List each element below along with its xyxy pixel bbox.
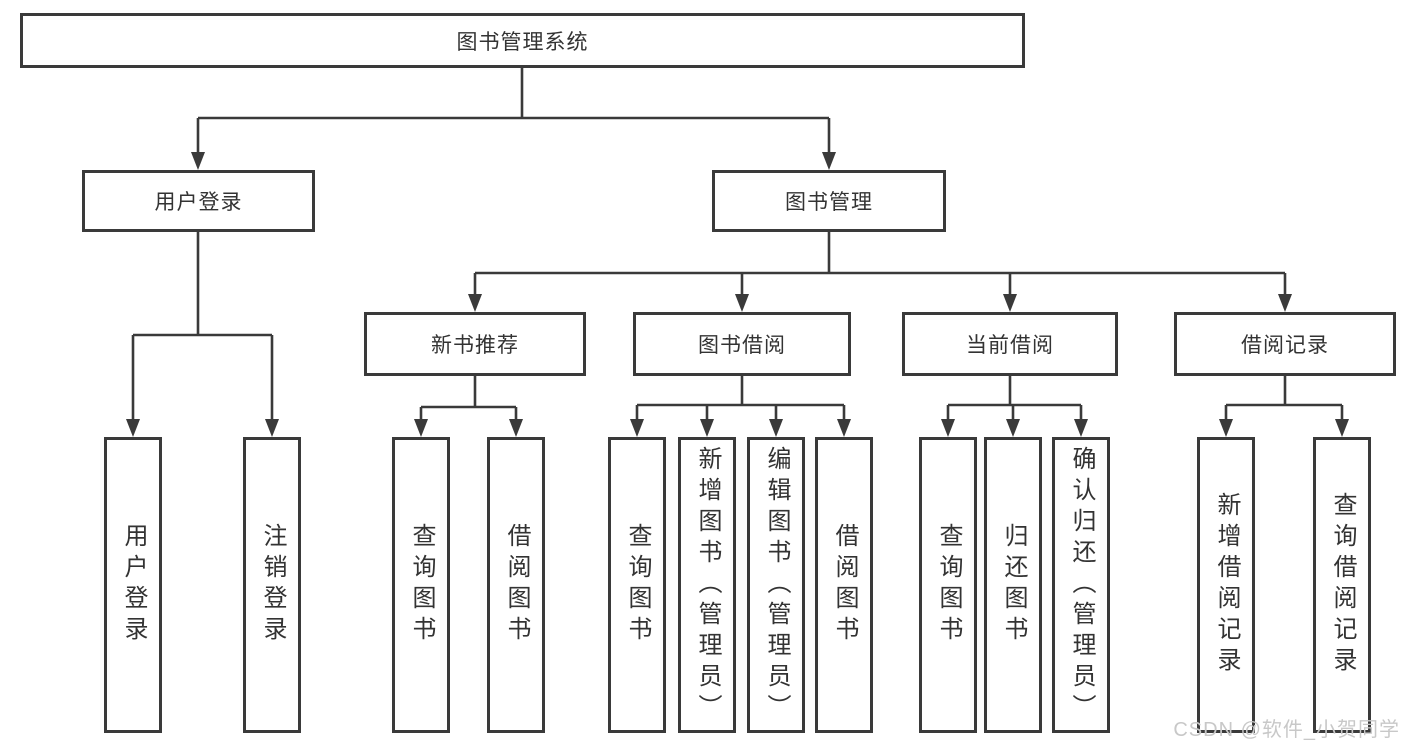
node-borrow-records-label: 借阅记录 — [1241, 334, 1329, 357]
connector-new-book-children — [419, 376, 518, 421]
node-book-management: 图书管理 — [712, 170, 946, 232]
leaf-confirm-return-admin-label: 确认归还（管理员） — [1068, 445, 1095, 725]
node-book-borrow: 图书借阅 — [633, 312, 851, 376]
node-new-book-recommend-label: 新书推荐 — [431, 334, 519, 357]
node-borrow-records: 借阅记录 — [1174, 312, 1396, 376]
leaf-add-books-admin: 新增图书（管理员） — [678, 437, 736, 733]
leaf-query-borrow-record-label: 查询借阅记录 — [1329, 492, 1356, 678]
leaf-add-books-admin-label: 新增图书（管理员） — [694, 445, 721, 725]
csdn-watermark: CSDN @软件_小贺同学 — [1173, 719, 1400, 741]
leaf-query-books-recommend-label: 查询图书 — [408, 523, 435, 647]
leaf-logout-label: 注销登录 — [259, 523, 286, 647]
leaf-query-books-borrow-label: 查询图书 — [624, 523, 651, 647]
connector-root-to-level1 — [196, 68, 831, 154]
node-user-login: 用户登录 — [82, 170, 315, 232]
node-book-borrow-label: 图书借阅 — [698, 334, 786, 357]
leaf-return-books-label: 归还图书 — [1000, 523, 1027, 647]
leaf-return-books: 归还图书 — [984, 437, 1042, 733]
leaf-query-books-recommend: 查询图书 — [392, 437, 450, 733]
node-user-login-label: 用户登录 — [154, 191, 243, 214]
leaf-logout: 注销登录 — [243, 437, 301, 733]
leaf-borrow-books: 借阅图书 — [815, 437, 873, 733]
node-book-management-label: 图书管理 — [785, 191, 873, 214]
leaf-edit-books-admin: 编辑图书（管理员） — [747, 437, 805, 733]
connector-book-borrow-children — [635, 376, 846, 421]
leaf-user-login-label: 用户登录 — [120, 523, 147, 647]
leaf-borrow-books-recommend: 借阅图书 — [487, 437, 545, 733]
leaf-query-books-current: 查询图书 — [919, 437, 977, 733]
leaf-borrow-books-recommend-label: 借阅图书 — [503, 523, 530, 647]
leaf-confirm-return-admin: 确认归还（管理员） — [1052, 437, 1110, 733]
node-root-system: 图书管理系统 — [20, 13, 1025, 68]
leaf-borrow-books-label: 借阅图书 — [831, 523, 858, 647]
node-new-book-recommend: 新书推荐 — [364, 312, 586, 376]
node-current-borrow-label: 当前借阅 — [966, 334, 1054, 357]
leaf-user-login: 用户登录 — [104, 437, 162, 733]
node-root-label: 图书管理系统 — [456, 30, 589, 54]
leaf-add-borrow-record: 新增借阅记录 — [1197, 437, 1255, 733]
leaf-query-books-current-label: 查询图书 — [935, 523, 962, 647]
connector-current-borrow-children — [946, 376, 1083, 421]
connector-borrow-record-children — [1224, 376, 1344, 421]
arrowheads — [126, 152, 1349, 437]
leaf-add-borrow-record-label: 新增借阅记录 — [1213, 492, 1240, 678]
leaf-query-borrow-record: 查询借阅记录 — [1313, 437, 1371, 733]
connector-book-management-children — [473, 232, 1287, 296]
node-current-borrow: 当前借阅 — [902, 312, 1118, 376]
leaf-edit-books-admin-label: 编辑图书（管理员） — [763, 445, 790, 725]
connector-user-login-children — [131, 232, 274, 421]
leaf-query-books-borrow: 查询图书 — [608, 437, 666, 733]
